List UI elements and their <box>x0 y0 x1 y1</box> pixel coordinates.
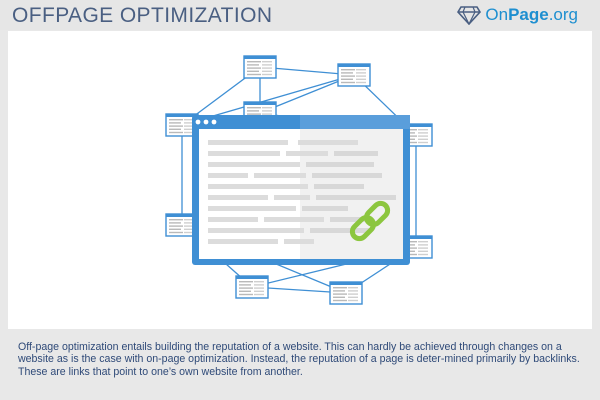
webpage-thumbnail-icon <box>337 63 371 87</box>
text-line <box>208 195 268 200</box>
header: OFFPAGE OPTIMIZATION OnPage.org <box>0 0 600 30</box>
text-line <box>298 140 358 145</box>
description-text: Off-page optimization entails building t… <box>18 341 580 378</box>
onpage-logo[interactable]: OnPage.org <box>457 5 578 25</box>
text-line <box>314 184 364 189</box>
diamond-logo-icon <box>457 6 482 25</box>
text-line <box>330 217 370 222</box>
text-line <box>254 173 306 178</box>
text-line <box>208 140 288 145</box>
text-line <box>306 162 374 167</box>
webpage-thumbnail-icon <box>165 113 199 137</box>
window-dot-icon <box>203 119 209 125</box>
text-line <box>286 151 328 156</box>
text-line <box>274 195 310 200</box>
diagram-panel <box>8 31 592 329</box>
backlink-network-diagram <box>165 55 433 305</box>
logo-text: OnPage.org <box>485 5 578 24</box>
window-text-lines <box>208 140 396 244</box>
text-line <box>312 173 382 178</box>
text-line <box>208 151 280 156</box>
webpage-thumbnail-icon <box>243 55 277 79</box>
text-line <box>208 228 304 233</box>
text-line <box>284 239 314 244</box>
text-line <box>264 217 324 222</box>
text-line <box>310 228 370 233</box>
window-dot-icon <box>211 119 217 125</box>
window-dot-icon <box>195 119 201 125</box>
text-line <box>208 239 278 244</box>
text-line <box>208 217 258 222</box>
text-line <box>334 151 378 156</box>
webpage-thumbnail-icon <box>329 281 363 305</box>
text-line <box>302 206 348 211</box>
text-line <box>208 162 300 167</box>
browser-window-icon <box>192 115 410 265</box>
chain-link-icon <box>349 200 391 242</box>
webpage-thumbnail-icon <box>235 275 269 299</box>
text-line <box>208 173 248 178</box>
text-line <box>208 206 296 211</box>
text-line <box>208 184 308 189</box>
text-line <box>316 195 396 200</box>
page-title: OFFPAGE OPTIMIZATION <box>12 4 273 27</box>
